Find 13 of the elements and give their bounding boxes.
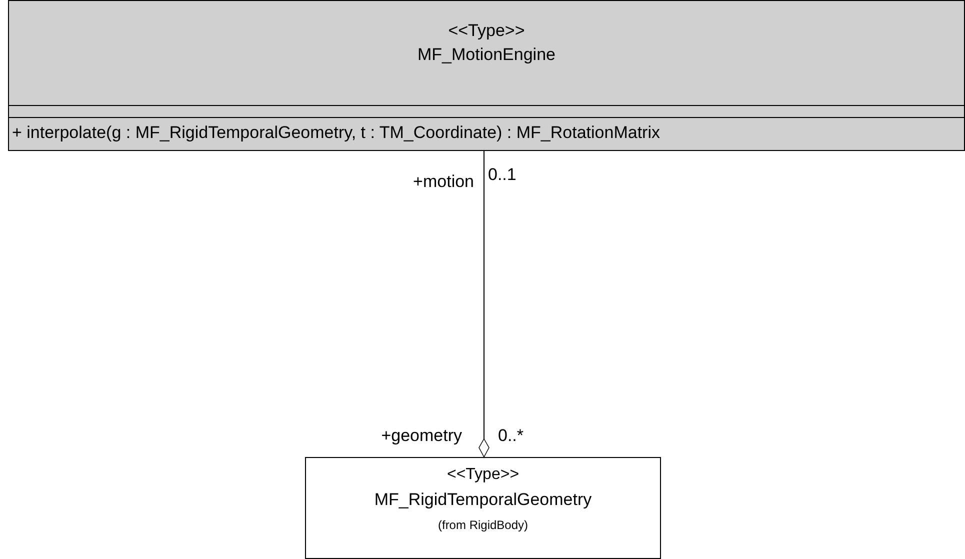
- class-name: MF_RigidTemporalGeometry: [373, 490, 593, 510]
- role-name: +motion: [413, 172, 474, 192]
- class-name: MF_MotionEngine: [416, 45, 556, 65]
- aggregation-line: [478, 150, 490, 458]
- class-box: [305, 457, 661, 559]
- class-box: [8, 0, 965, 151]
- package-note: (from RigidBody): [436, 518, 530, 532]
- stereotype-label: <<Type>>: [447, 21, 526, 41]
- stereotype-label: <<Type>>: [446, 466, 520, 484]
- multiplicity-label: 0..1: [488, 165, 516, 185]
- role-name: +geometry: [381, 426, 462, 446]
- multiplicity-label: 0..*: [498, 426, 524, 446]
- operation-text: + interpolate(g : MF_RigidTemporalGeometry, t : TM_Coordinate) : MF_RotationMatrix: [12, 123, 661, 143]
